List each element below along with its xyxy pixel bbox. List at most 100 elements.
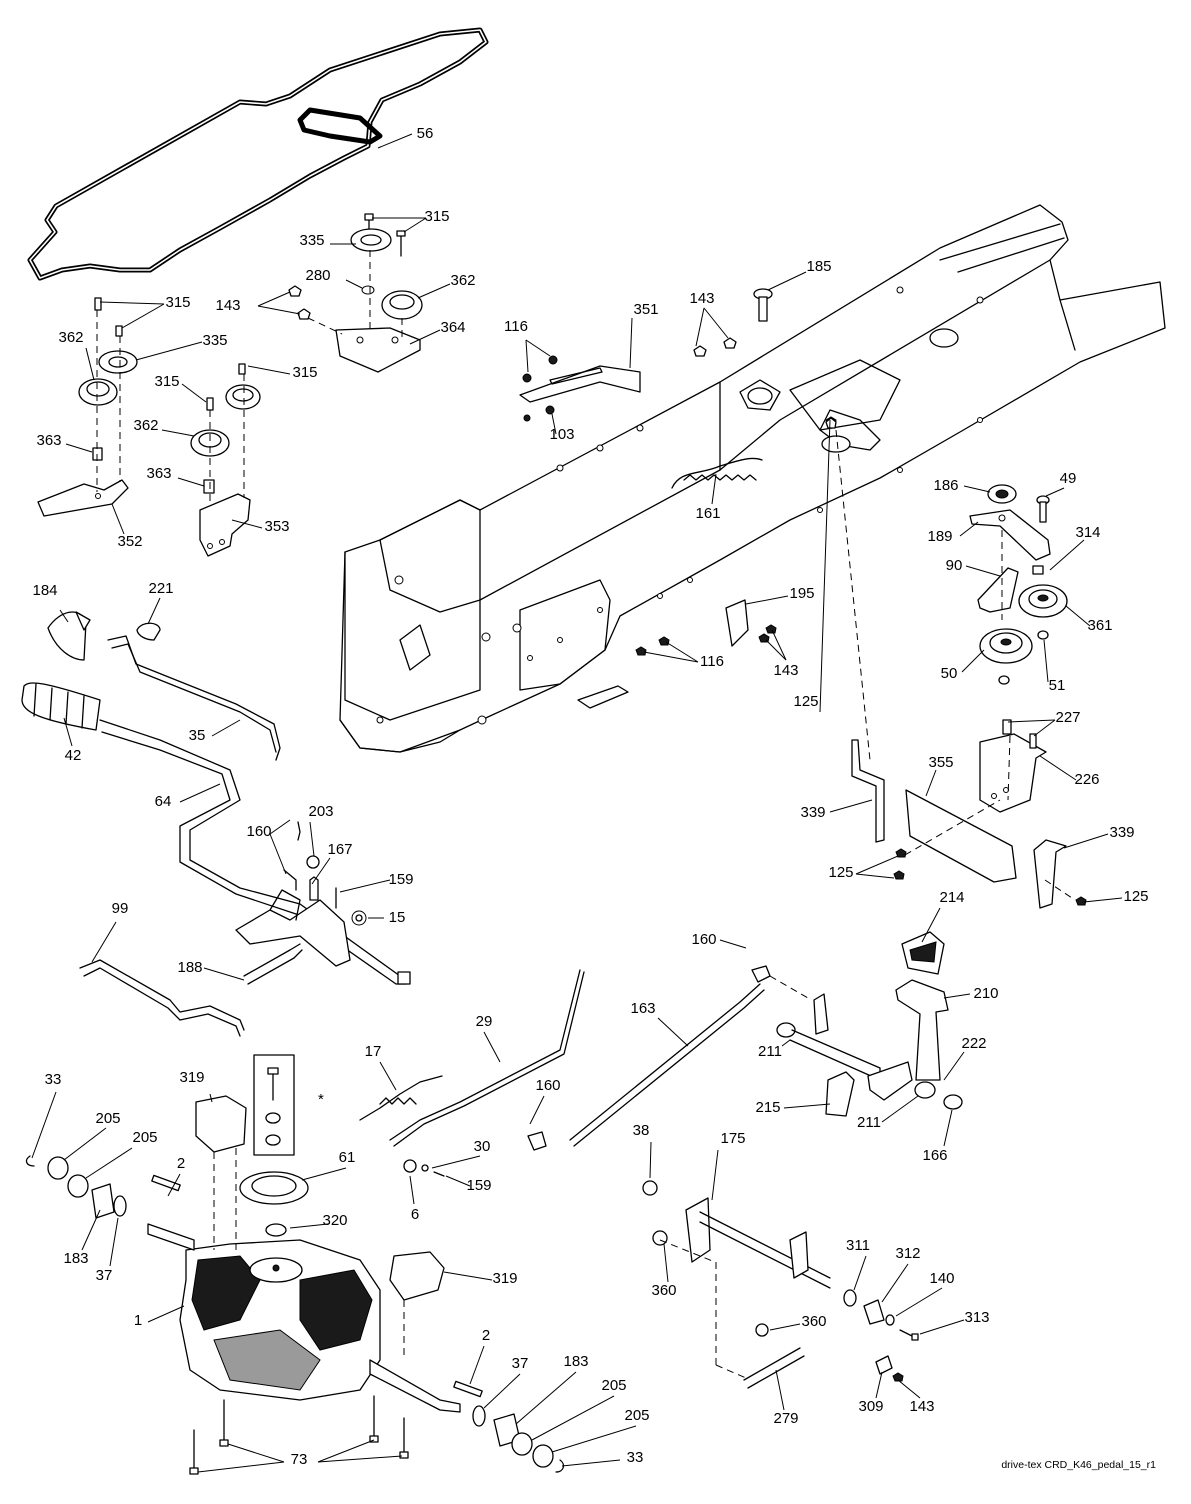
callout-125c: 125 bbox=[1123, 888, 1148, 905]
callout-227: 227 bbox=[1055, 709, 1080, 726]
callout-163: 163 bbox=[630, 1000, 655, 1017]
callout-210: 210 bbox=[973, 985, 998, 1002]
hardware-143-185 bbox=[693, 288, 773, 357]
callout-279: 279 bbox=[773, 1410, 798, 1427]
callout-35: 35 bbox=[189, 727, 206, 744]
rods-99-188 bbox=[79, 943, 303, 1037]
callout-205c: 205 bbox=[601, 1377, 626, 1394]
callout-103: 103 bbox=[549, 426, 574, 443]
callout-2a: 2 bbox=[177, 1155, 185, 1172]
drive-belt-56 bbox=[27, 27, 489, 281]
callout-56: 56 bbox=[417, 125, 434, 142]
callout-339b: 339 bbox=[1109, 824, 1134, 841]
callout-215: 215 bbox=[755, 1099, 780, 1116]
callout-339a: 339 bbox=[800, 804, 825, 821]
callout-38: 38 bbox=[633, 1122, 650, 1139]
callout-143c: 143 bbox=[773, 662, 798, 679]
callout-315b: 315 bbox=[165, 294, 190, 311]
callout-175: 175 bbox=[720, 1130, 745, 1147]
callout-315d: 315 bbox=[292, 364, 317, 381]
callout-214: 214 bbox=[939, 889, 964, 906]
callout-319b: 319 bbox=[492, 1270, 517, 1287]
callout-160b: 160 bbox=[691, 931, 716, 948]
callout-160c: 160 bbox=[535, 1077, 560, 1094]
callout-73: 73 bbox=[291, 1451, 308, 1468]
callout-352: 352 bbox=[117, 533, 142, 550]
callout-221: 221 bbox=[148, 580, 173, 597]
callout-362b: 362 bbox=[58, 329, 83, 346]
axle-hardware-right bbox=[472, 1405, 565, 1473]
pedal-assembly bbox=[751, 931, 963, 1117]
tractor-frame bbox=[339, 204, 1166, 753]
callout-362c: 362 bbox=[133, 417, 158, 434]
callout-351: 351 bbox=[633, 301, 658, 318]
callout-189: 189 bbox=[927, 528, 952, 545]
pulley-assembly-right bbox=[969, 484, 1068, 685]
idler-pulley-group-left bbox=[37, 297, 261, 557]
callout-37b: 37 bbox=[512, 1355, 529, 1372]
callout-211b: 211 bbox=[857, 1114, 881, 1131]
callout-17: 17 bbox=[365, 1043, 382, 1060]
bracket-351 bbox=[519, 355, 641, 422]
callout-335b: 335 bbox=[202, 332, 227, 349]
callout-161: 161 bbox=[695, 505, 720, 522]
callout-90: 90 bbox=[946, 557, 963, 574]
callout-61: 61 bbox=[339, 1149, 356, 1166]
callout-33a: 33 bbox=[45, 1071, 62, 1088]
callout-353: 353 bbox=[264, 518, 289, 535]
callout-140: 140 bbox=[929, 1270, 954, 1287]
callout-211a: 211 bbox=[758, 1043, 782, 1060]
callout-33b: 33 bbox=[627, 1449, 644, 1466]
callout-320: 320 bbox=[322, 1212, 347, 1229]
callout-6: 6 bbox=[411, 1206, 419, 1223]
callout-363a: 363 bbox=[36, 432, 61, 449]
pivot-bracket-203 bbox=[235, 821, 367, 967]
callout-143d: 143 bbox=[909, 1398, 934, 1415]
callout-315c: 315 bbox=[154, 373, 179, 390]
hardware-kit-inset bbox=[253, 1054, 295, 1156]
bolts-73 bbox=[189, 1395, 409, 1475]
callout-30: 30 bbox=[474, 1138, 491, 1155]
callout-167: 167 bbox=[327, 841, 352, 858]
callout-160a: 160 bbox=[246, 823, 271, 840]
callout-143a: 143 bbox=[215, 297, 240, 314]
callout-309: 309 bbox=[858, 1398, 883, 1415]
callout-205a: 205 bbox=[95, 1110, 120, 1127]
callout-99: 99 bbox=[112, 900, 129, 917]
callout-315a: 315 bbox=[424, 208, 449, 225]
callout-363b: 363 bbox=[146, 465, 171, 482]
callout-205b: 205 bbox=[132, 1129, 157, 1146]
callout-313: 313 bbox=[964, 1309, 989, 1326]
callout-360a: 360 bbox=[651, 1282, 676, 1299]
callout-64: 64 bbox=[155, 793, 172, 810]
callout-184: 184 bbox=[32, 582, 57, 599]
callout-185: 185 bbox=[806, 258, 831, 275]
callout-159a: 159 bbox=[388, 871, 413, 888]
callout-183a: 183 bbox=[63, 1250, 88, 1267]
callout-188: 188 bbox=[177, 959, 202, 976]
callout-125a: 125 bbox=[793, 693, 818, 710]
callout-222: 222 bbox=[961, 1035, 986, 1052]
callout-159b: 159 bbox=[466, 1177, 491, 1194]
callout-226: 226 bbox=[1074, 771, 1099, 788]
callout-361: 361 bbox=[1087, 617, 1112, 634]
bracket-195 bbox=[635, 599, 777, 656]
callout-166: 166 bbox=[922, 1147, 947, 1164]
callout-116a: 116 bbox=[504, 318, 528, 335]
drawing-reference: drive-tex CRD_K46_pedal_15_r1 bbox=[1001, 1459, 1156, 1471]
callout-51: 51 bbox=[1049, 677, 1066, 694]
callout-125b: 125 bbox=[828, 864, 853, 881]
callout-364: 364 bbox=[440, 319, 465, 336]
callout-319a: 319 bbox=[179, 1069, 204, 1086]
callout-1: 1 bbox=[134, 1312, 142, 1329]
callout-203: 203 bbox=[308, 803, 333, 820]
callout-49: 49 bbox=[1060, 470, 1077, 487]
callout-186: 186 bbox=[933, 477, 958, 494]
callout-37a: 37 bbox=[96, 1267, 113, 1284]
brake-shaft-175 bbox=[642, 1180, 919, 1389]
callout-360b: 360 bbox=[801, 1313, 826, 1330]
leader-lines bbox=[31, 133, 1123, 1473]
callout-205d: 205 bbox=[624, 1407, 649, 1424]
